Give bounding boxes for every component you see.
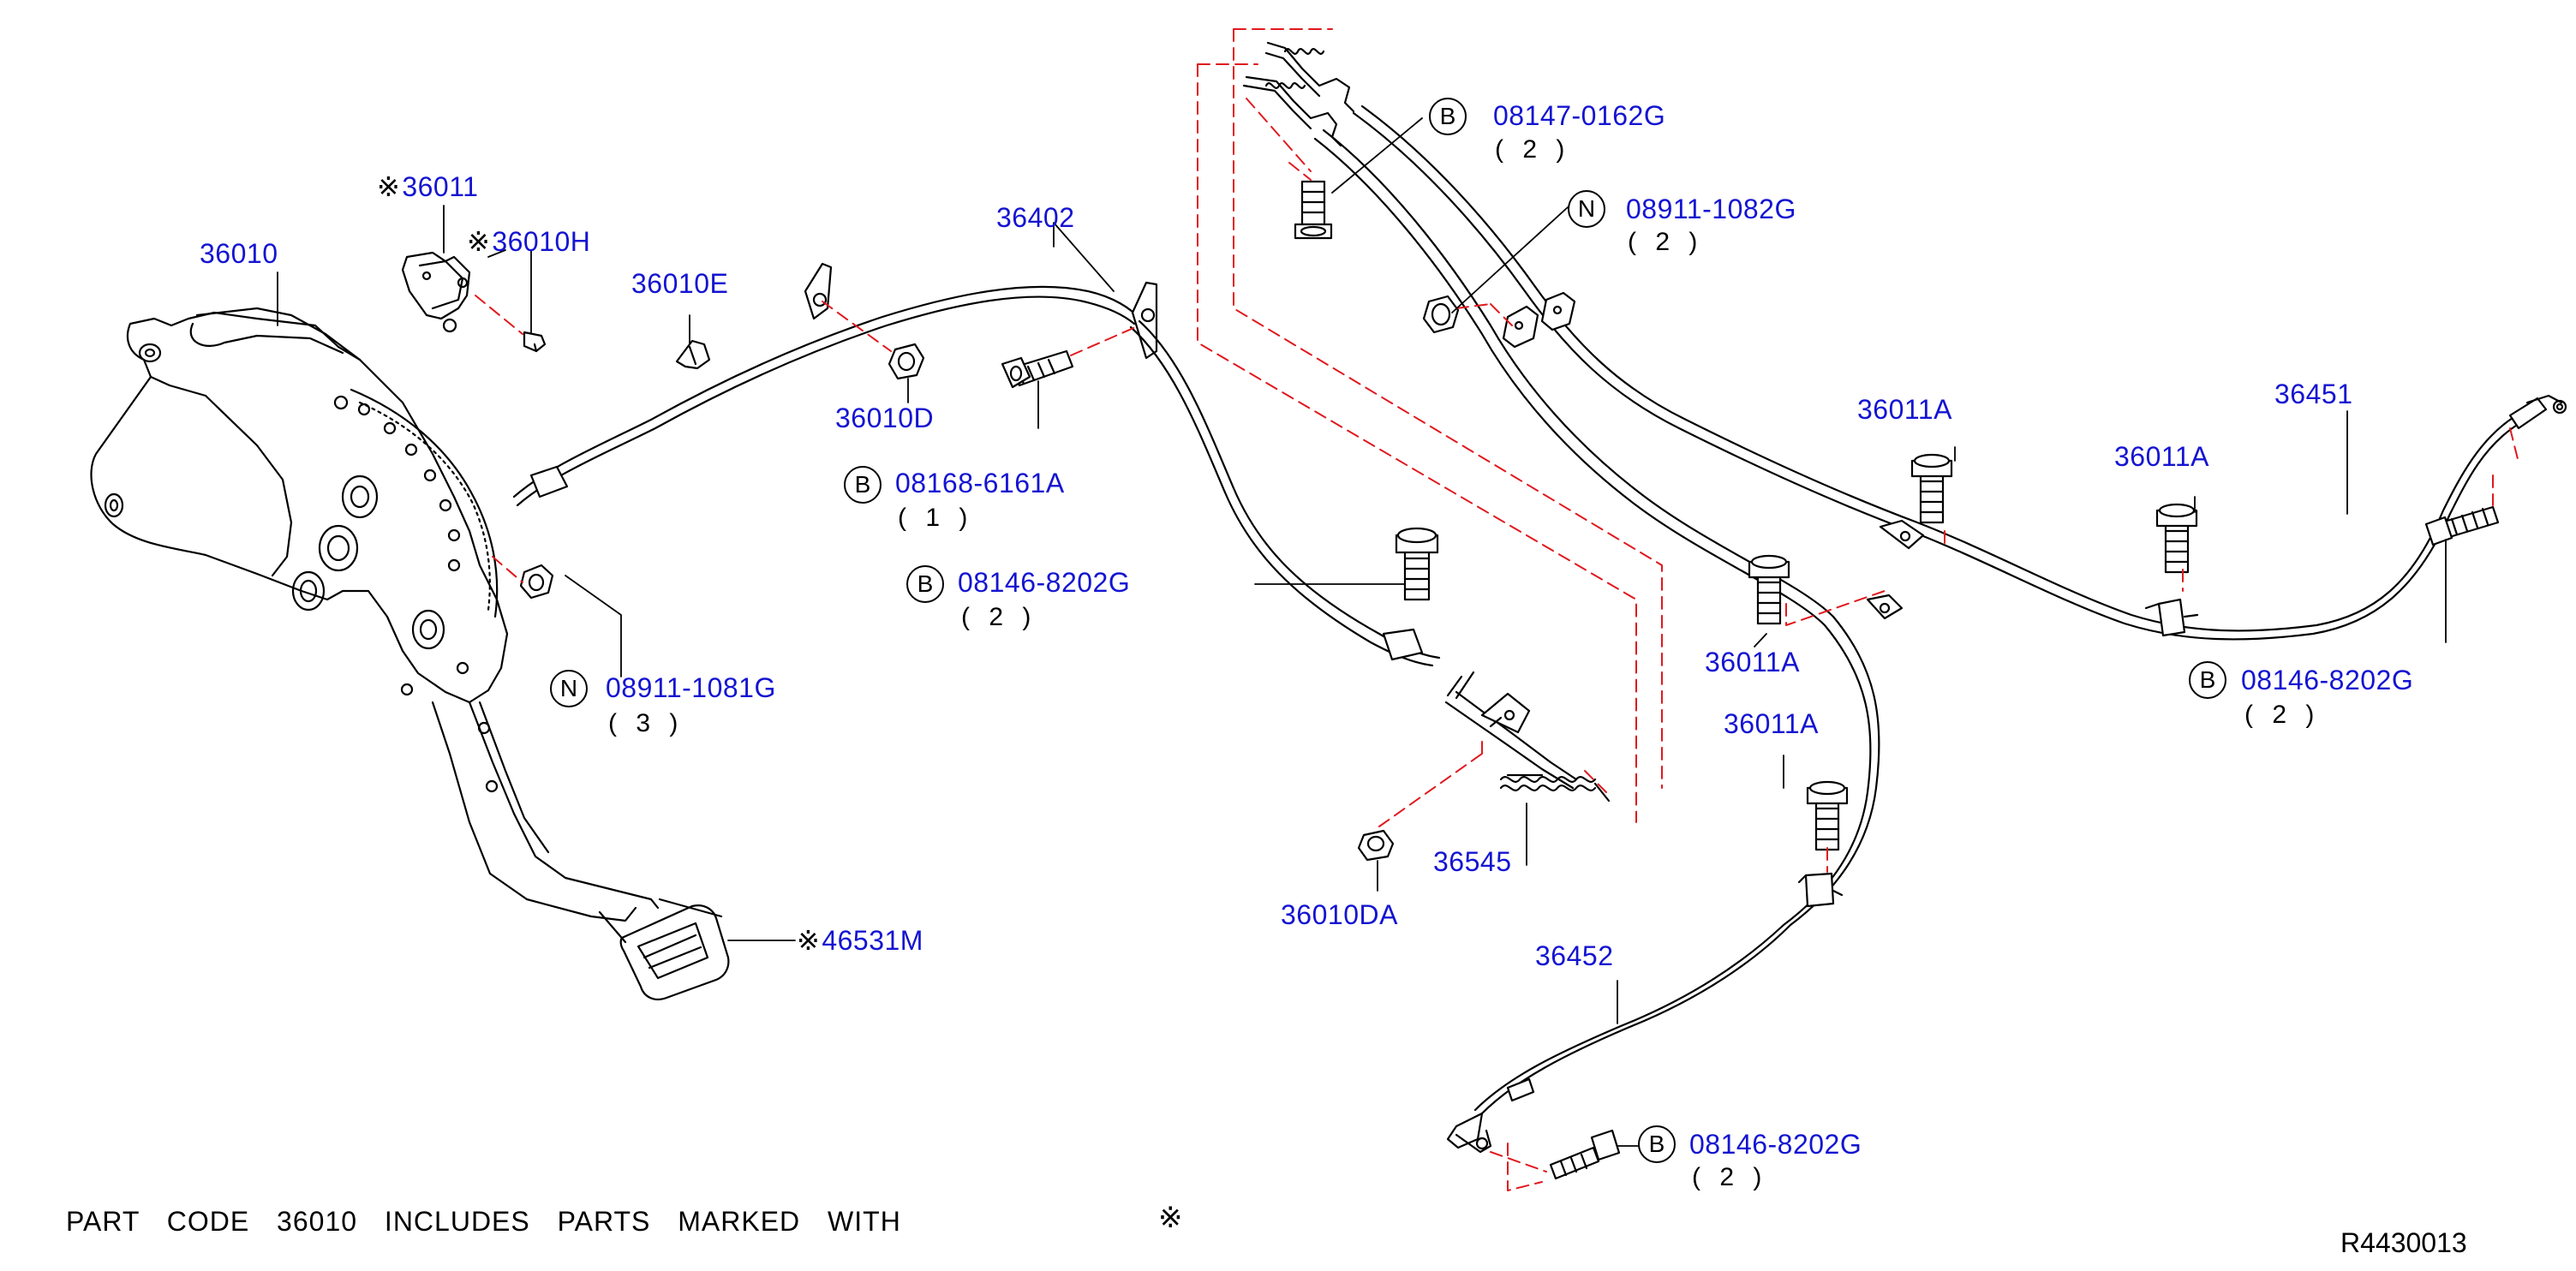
label-36402[interactable]: 36402 [996, 202, 1075, 233]
qty-08146-8202G-a: ( 2 ) [961, 603, 1031, 631]
label-36010[interactable]: 36010 [200, 238, 278, 269]
label-36011A-2[interactable]: 36011A [2114, 441, 2209, 472]
footer-note-mark: ※ [1158, 1202, 1183, 1234]
label-36545[interactable]: 36545 [1433, 846, 1512, 877]
label-08911-1082G[interactable]: 08911-1082G [1626, 194, 1796, 224]
symbol-b-08146-b: B [2189, 661, 2226, 699]
cable-guide-drawing [1502, 291, 1576, 349]
bolt-36011A-2-drawing [2155, 503, 2198, 574]
bolt-08146-c-drawing [1549, 1129, 1621, 1180]
switch-36011-drawing [401, 251, 547, 353]
symbol-b-08147: B [1429, 98, 1467, 135]
diagram-reference: R4430013 [2340, 1227, 2467, 1258]
label-36011[interactable]: ※36011 [377, 171, 479, 202]
nut-36010DA-drawing [1357, 829, 1395, 862]
label-36452[interactable]: 36452 [1535, 940, 1614, 971]
qty-08146-8202G-b: ( 2 ) [2244, 701, 2315, 729]
label-36010D[interactable]: 36010D [835, 403, 935, 433]
symbol-b-08146-c: B [1638, 1125, 1676, 1163]
symbol-b-08168: B [844, 466, 882, 504]
label-08168-6161A[interactable]: 08168-6161A [895, 468, 1065, 498]
symbol-n-08911-1081: N [550, 670, 588, 707]
label-36011A-4[interactable]: 36011A [1724, 708, 1819, 739]
rear-cable-36452-drawing [1313, 128, 1904, 1154]
bolt-08147-drawing [1294, 180, 1333, 240]
front-cable-drawing [512, 262, 1578, 790]
qty-08147-0162G: ( 2 ) [1495, 135, 1565, 164]
label-08146-8202G-b[interactable]: 08146-8202G [2241, 665, 2414, 695]
bolt-36011A-1-drawing [1910, 453, 1953, 524]
pedal-assembly-drawing [90, 307, 730, 1001]
bolt-08146-a-drawing [1395, 527, 1439, 601]
label-36010DA[interactable]: 36010DA [1281, 899, 1398, 930]
label-36010H[interactable]: ※36010H [467, 226, 591, 257]
qty-08168-6161A: ( 1 ) [898, 504, 968, 532]
nut-08911-1082-drawing [1422, 295, 1460, 334]
qty-08911-1082G: ( 2 ) [1628, 228, 1698, 256]
label-36451[interactable]: 36451 [2274, 379, 2353, 409]
label-08146-8202G-a[interactable]: 08146-8202G [958, 567, 1131, 598]
leader-lines [277, 117, 2447, 1147]
bolt-08146-b-drawing [2424, 505, 2500, 546]
label-36011A-1[interactable]: 36011A [1857, 394, 1952, 425]
rear-cable-36451-drawing [1242, 41, 2567, 641]
qty-08146-8202G-c: ( 2 ) [1692, 1163, 1762, 1191]
bolt-36011A-3-drawing [1748, 554, 1790, 625]
symbol-b-08146-a: B [906, 565, 944, 603]
nut-36010D-drawing [888, 343, 925, 380]
label-36010E[interactable]: 36010E [631, 268, 729, 299]
spring-36545-drawing [1499, 773, 1611, 803]
nut-08911-1081-drawing [519, 564, 554, 600]
label-46531M[interactable]: ※46531M [797, 925, 923, 956]
label-08146-8202G-c[interactable]: 08146-8202G [1689, 1129, 1862, 1160]
bolt-36011A-4-drawing [1806, 780, 1849, 851]
symbol-n-08911-1082: N [1568, 190, 1605, 228]
assembly-lines [475, 28, 2519, 1191]
footer-note: PART CODE 36010 INCLUDES PARTS MARKED WI… [66, 1206, 901, 1237]
clip-36010E-drawing [675, 339, 711, 370]
bolt-08168-drawing [1001, 349, 1074, 389]
label-08911-1081G[interactable]: 08911-1081G [606, 672, 776, 703]
label-36011A-3[interactable]: 36011A [1705, 647, 1800, 677]
label-08147-0162G[interactable]: 08147-0162G [1493, 100, 1666, 131]
qty-08911-1081G: ( 3 ) [608, 709, 678, 737]
